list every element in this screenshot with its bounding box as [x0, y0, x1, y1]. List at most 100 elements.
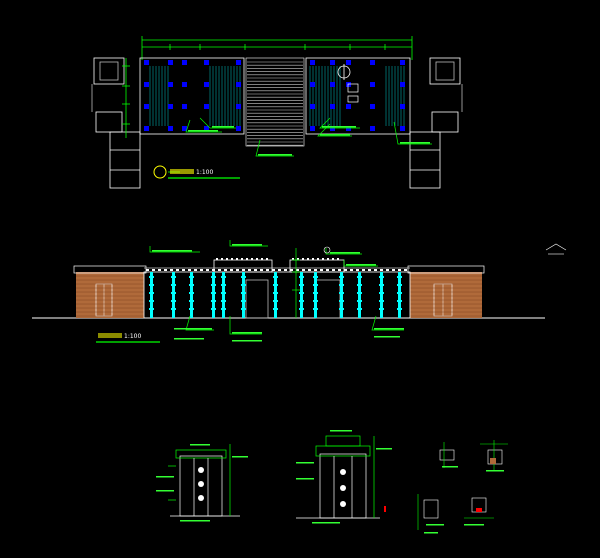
section-b-red-marker	[384, 506, 386, 512]
plan-left-building	[91, 57, 141, 189]
column-band	[339, 308, 344, 310]
floor-plan-view: 1:100	[91, 36, 463, 189]
cornice-dentil	[152, 269, 155, 271]
cornice-dentil	[194, 269, 197, 271]
cornice-dentil	[188, 269, 191, 271]
elevation-column	[222, 272, 225, 318]
elevation-column	[380, 272, 383, 318]
column-band	[397, 284, 402, 286]
plan-column	[346, 82, 351, 87]
node-detail-2	[480, 440, 508, 472]
column-band	[189, 276, 194, 278]
plan-column	[168, 60, 173, 65]
plan-column	[168, 126, 173, 131]
elevation-left-brick-building	[73, 265, 147, 318]
elevation-dentils	[146, 258, 407, 271]
cornice-dentil	[404, 269, 407, 271]
column-band	[189, 284, 194, 286]
column-band	[241, 308, 246, 310]
elevation-scale-label: 1:100	[124, 333, 141, 340]
cornice-dentil	[356, 269, 359, 271]
plan-column	[346, 60, 351, 65]
plan-column	[310, 82, 315, 87]
column-band	[339, 276, 344, 278]
column-band	[241, 284, 246, 286]
column-band	[171, 292, 176, 294]
section-marker-icon	[153, 165, 167, 179]
plan-scale-label: 1:100	[196, 169, 213, 176]
plan-column	[144, 82, 149, 87]
column-band	[211, 292, 216, 294]
column-band	[299, 300, 304, 302]
column-band	[313, 284, 318, 286]
cornice-dentil	[164, 269, 167, 271]
cornice-dentil	[284, 269, 287, 271]
column-band	[221, 292, 226, 294]
column-band	[211, 284, 216, 286]
plan-callout-text	[188, 126, 430, 156]
column-band	[339, 284, 344, 286]
column-band	[221, 308, 226, 310]
plan-column	[400, 126, 405, 131]
plan-column	[346, 104, 351, 109]
plan-left-dimension	[122, 58, 130, 138]
cornice-dentil	[176, 269, 179, 271]
plan-column	[346, 126, 351, 131]
plan-title-block: 1:100	[153, 165, 240, 179]
plan-column	[236, 82, 241, 87]
cornice-dentil	[297, 258, 299, 260]
elevation-ornament	[323, 246, 331, 254]
cornice-dentil	[278, 269, 281, 271]
plan-detail-markers	[347, 83, 359, 103]
elevation-callout-text	[152, 244, 404, 342]
cornice-dentil	[200, 269, 203, 271]
plan-column	[144, 104, 149, 109]
column-band	[149, 284, 154, 286]
column-band	[149, 292, 154, 294]
plan-column	[182, 126, 187, 131]
column-band	[221, 300, 226, 302]
plan-column	[330, 126, 335, 131]
column-band	[241, 276, 246, 278]
column-band	[397, 292, 402, 294]
cornice-dentil	[296, 269, 299, 271]
cornice-dentil	[327, 258, 329, 260]
column-band	[273, 300, 278, 302]
column-band	[379, 308, 384, 310]
column-band	[211, 300, 216, 302]
plan-column	[182, 60, 187, 65]
column-band	[241, 300, 246, 302]
cornice-dentil	[241, 258, 243, 260]
column-band	[339, 300, 344, 302]
cornice-dentil	[337, 258, 339, 260]
cornice-dentil	[317, 258, 319, 260]
column-band	[339, 292, 344, 294]
plan-column	[204, 82, 209, 87]
cornice-dentil	[231, 258, 233, 260]
column-band	[313, 300, 318, 302]
plan-column	[204, 60, 209, 65]
cornice-dentil	[236, 269, 239, 271]
cornice-dentil	[332, 258, 334, 260]
cornice-dentil	[236, 258, 238, 260]
column-band	[379, 300, 384, 302]
elevation-column	[190, 272, 193, 318]
plan-column	[370, 82, 375, 87]
column-band	[189, 292, 194, 294]
section-detail-b	[296, 435, 380, 519]
column-band	[313, 276, 318, 278]
column-band	[379, 292, 384, 294]
elevation-column	[150, 272, 153, 318]
cornice-dentil	[251, 258, 253, 260]
column-band	[379, 276, 384, 278]
column-band	[149, 276, 154, 278]
cornice-dentil	[374, 269, 377, 271]
north-arrow-icon	[337, 64, 351, 80]
column-band	[273, 284, 278, 286]
plan-column	[400, 104, 405, 109]
plan-column	[236, 126, 241, 131]
cornice-dentil	[146, 269, 149, 271]
plan-right-building	[409, 57, 463, 189]
column-band	[379, 284, 384, 286]
